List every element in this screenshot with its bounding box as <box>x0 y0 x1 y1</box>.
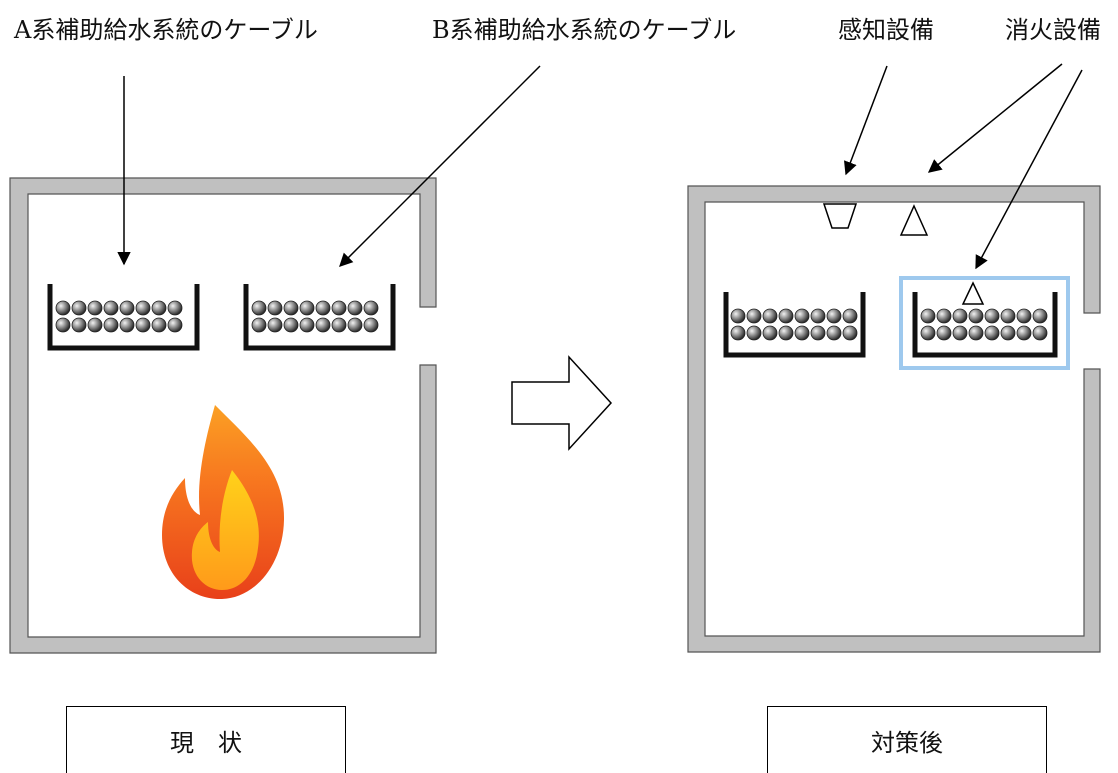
caption-current-text: 現 状 <box>170 728 242 757</box>
cable-tray-b-after <box>912 292 1058 358</box>
cable-tray-a <box>47 284 200 351</box>
label-cable-b: B系補助給水系統のケーブル <box>432 16 737 44</box>
cable-tray-b <box>243 284 396 351</box>
room-current <box>9 177 437 654</box>
triangle-nozzle-icon <box>899 204 929 236</box>
label-extinguishing: 消火設備 <box>1005 16 1101 44</box>
leader-arrow-b <box>339 65 541 267</box>
leader-arrow-extinguish-2 <box>975 69 1083 270</box>
leader-arrow-detection <box>844 65 888 176</box>
label-cable-a: A系補助給水系統のケーブル <box>14 16 318 44</box>
caption-after: 対策後 <box>767 706 1047 773</box>
local-nozzle-icon <box>961 281 985 305</box>
fire-icon <box>162 405 285 600</box>
cable-tray-a-after <box>723 292 866 358</box>
trapezoid-detector-icon <box>822 203 858 229</box>
caption-current: 現 状 <box>66 706 346 773</box>
leader-arrow-extinguish-1 <box>927 63 1063 173</box>
label-detection: 感知設備 <box>838 16 934 44</box>
hollow-right-arrow <box>511 355 613 451</box>
caption-after-text: 対策後 <box>871 728 943 757</box>
room-after <box>687 185 1101 653</box>
extinguish-highlight-box <box>899 276 1070 370</box>
